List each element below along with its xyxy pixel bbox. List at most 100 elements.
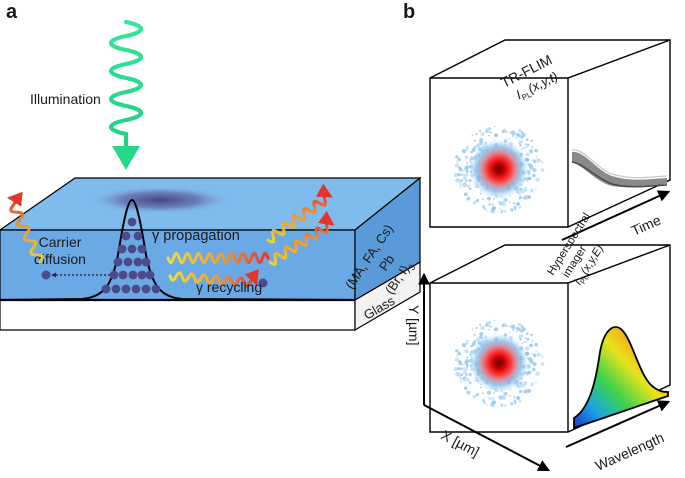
pl-halo-speck xyxy=(483,207,487,211)
carrier-dot xyxy=(113,257,123,267)
pl-halo-speck xyxy=(531,358,533,360)
pl-halo-speck xyxy=(530,382,534,387)
pl-halo-speck xyxy=(520,383,525,388)
pl-halo-speck xyxy=(465,180,467,183)
pl-halo-speck xyxy=(453,172,458,178)
pl-halo-speck xyxy=(531,164,533,166)
pl-halo-speck xyxy=(515,330,518,333)
pl-halo-speck xyxy=(508,200,511,204)
pl-halo-speck xyxy=(517,322,522,327)
pl-halo-speck xyxy=(532,362,537,366)
pl-halo-speck xyxy=(523,146,526,150)
pl-halo-speck xyxy=(516,202,520,206)
pl-halo-speck xyxy=(513,205,517,209)
carrier-dot xyxy=(141,284,151,294)
carrier-dot xyxy=(137,244,147,254)
pl-halo-speck xyxy=(531,353,533,356)
composition-line2: Pb xyxy=(376,252,397,274)
pl-halo-speck xyxy=(482,198,484,201)
carrier-dot xyxy=(127,244,137,254)
pl-halo-speck xyxy=(466,196,471,201)
pl-halo-speck xyxy=(486,404,488,407)
panel-b: b TR-FLIM IPL(x,y,t) Time xyxy=(403,1,671,474)
y-axis-label: Y [µm] xyxy=(406,305,422,345)
pl-halo-speck xyxy=(533,160,537,164)
pl-halo-speck xyxy=(466,390,471,395)
pl-halo-speck xyxy=(519,338,522,341)
pl-halo-speck xyxy=(479,129,482,132)
pl-halo-speck xyxy=(473,139,476,142)
carrier-dot xyxy=(133,257,143,267)
pl-halo-speck xyxy=(465,169,469,173)
pl-halo-speck xyxy=(458,374,461,378)
composition-subscript: 3 xyxy=(406,262,417,272)
pl-halo-speck xyxy=(475,143,480,148)
pl-halo-speck xyxy=(535,350,538,352)
pl-halo-speck xyxy=(475,133,478,136)
pl-halo-speck xyxy=(471,134,474,137)
illumination-label: Illumination xyxy=(30,91,101,107)
pl-halo-speck xyxy=(518,334,523,339)
pl-halo-speck xyxy=(486,210,488,213)
pl-halo-speck xyxy=(479,335,483,340)
pl-halo-speck xyxy=(517,327,521,332)
pl-halo-speck xyxy=(486,196,492,201)
pl-halo-speck xyxy=(509,325,511,328)
pl-halo-speck xyxy=(465,374,467,377)
pl-halo-speck xyxy=(531,146,534,149)
decay-trace-lower xyxy=(571,161,668,188)
pl-halo-speck xyxy=(541,161,544,164)
pl-halo-speck xyxy=(513,399,517,403)
pl-halo-speck xyxy=(491,401,496,405)
pl-halo-speck xyxy=(482,392,484,395)
pl-halo-speck xyxy=(469,187,472,191)
pl-halo-speck xyxy=(500,394,506,400)
pl-halo-speck xyxy=(508,394,511,398)
pl-halo-speck xyxy=(529,359,534,364)
pl-halo-speck xyxy=(462,170,465,173)
pl-halo-speck xyxy=(465,359,469,363)
pl-halo-speck xyxy=(463,367,467,371)
pl-halo-speck xyxy=(536,352,541,357)
pl-halo-speck xyxy=(523,196,527,200)
bottom-cube: Hyperspectral imager IPL(x,y,E) Waveleng… xyxy=(406,211,671,474)
pl-halo-speck xyxy=(520,189,525,194)
pl-halo-speck xyxy=(457,173,461,177)
pl-halo-speck xyxy=(500,200,506,206)
pl-halo-speck xyxy=(524,143,527,146)
pl-halo-speck xyxy=(526,143,530,147)
pl-halo-speck xyxy=(532,168,537,173)
pl-halo-speck xyxy=(466,366,469,369)
carrier-dot xyxy=(109,270,119,280)
pl-halo-speck xyxy=(465,145,469,149)
pl-halo-speck xyxy=(456,178,460,182)
pl-halo-speck xyxy=(510,208,514,212)
illumination-spot xyxy=(88,186,232,214)
pl-halo-speck xyxy=(463,176,468,181)
carrier-dot xyxy=(141,257,151,267)
pl-halo-speck xyxy=(526,146,528,149)
pl-halo-speck xyxy=(466,356,469,359)
pl-halo-speck xyxy=(523,340,526,344)
pl-halo-speck xyxy=(464,192,468,196)
pl-halo-speck xyxy=(518,206,522,209)
pl-halo-speck xyxy=(491,207,496,211)
pl-halo-speck xyxy=(479,138,484,143)
pl-halo-speck xyxy=(462,377,467,382)
pl-halo-speck xyxy=(509,131,511,134)
pl-halo-speck xyxy=(530,188,534,192)
pl-halo-speck xyxy=(490,325,493,328)
tr-flim-formula-sub: PL xyxy=(520,90,533,103)
pl-halo-speck xyxy=(525,152,530,157)
pl-halo-speck xyxy=(539,159,542,162)
carrier-dot xyxy=(117,244,127,254)
tr-flim-label: TR-FLIM IPL(x,y,t) xyxy=(498,51,560,103)
pl-halo-speck xyxy=(498,207,501,210)
pl-halo-speck xyxy=(535,381,537,384)
pl-spot-top xyxy=(469,139,529,199)
carrier-label-line2: diffusion xyxy=(34,251,86,267)
hyperspectral-formula-sub: PL xyxy=(578,273,591,286)
pl-halo-speck xyxy=(488,396,492,401)
